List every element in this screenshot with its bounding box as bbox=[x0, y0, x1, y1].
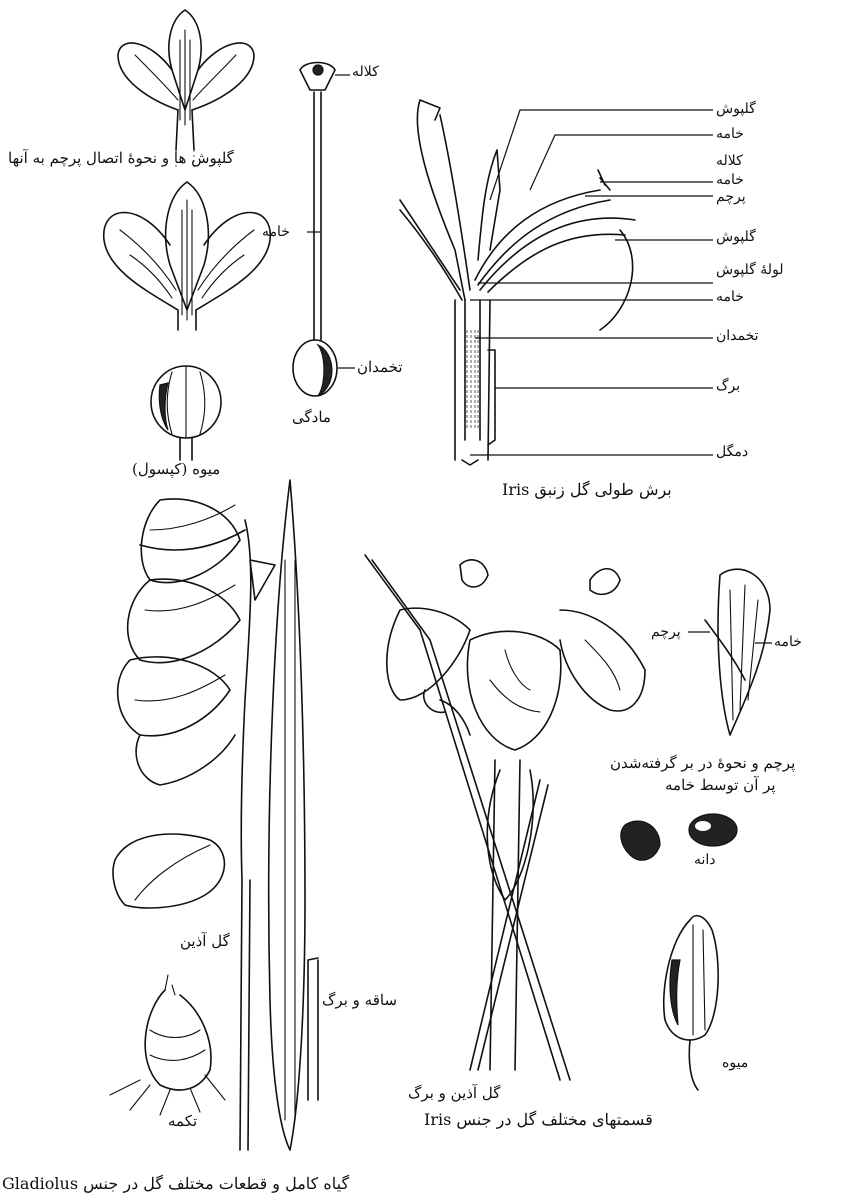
label-tepals-stamen: گلپوش ها و نحوهٔ اتصال پرچم به آنها bbox=[8, 150, 234, 167]
label-section-tepal-2: گلپوش bbox=[716, 229, 756, 246]
label-inflorescence-and-leaf: گل آذین و برگ bbox=[408, 1085, 500, 1102]
seeds-drawing bbox=[621, 814, 737, 860]
iris-stamen-drawing bbox=[688, 569, 772, 735]
label-section-style-3: خامه bbox=[716, 289, 744, 306]
label-section-tepal-tube: لولهٔ گلپوش bbox=[716, 262, 784, 279]
caption-iris-stamen-2: پر آن توسط خامه bbox=[665, 777, 776, 794]
label-stem-and-leaf: ساقه و برگ bbox=[322, 992, 397, 1009]
label-corm: تکمه bbox=[168, 1113, 197, 1130]
label-section-style-1: خامه bbox=[716, 126, 744, 143]
caption-iris-section: برش طولی گل زنبق Iris bbox=[502, 481, 672, 498]
pistil-drawing bbox=[293, 63, 355, 397]
label-section-peduncle: دمگل bbox=[716, 444, 748, 461]
caption-iris-stamen-1: پرچم و نحوهٔ در بر گرفته‌شدن bbox=[610, 755, 795, 772]
label-iris-style: خامه bbox=[774, 634, 802, 651]
label-section-stamen: پرچم bbox=[716, 189, 746, 206]
label-style-pistil: خامه bbox=[262, 224, 290, 241]
tepals-drawing-lower bbox=[104, 182, 271, 330]
label-section-tepal-1: گلپوش bbox=[716, 101, 756, 118]
label-section-style-2: خامه bbox=[716, 172, 744, 189]
capsule-drawing bbox=[151, 366, 221, 460]
gladiolus-plant-drawing bbox=[110, 480, 318, 1150]
label-iris-stamen: پرچم bbox=[651, 624, 681, 641]
label-fruit-capsule: میوه (کپسول) bbox=[132, 461, 220, 478]
iris-plant-drawing bbox=[365, 555, 645, 1080]
label-section-leaf: برگ bbox=[716, 378, 740, 395]
label-section-ovary: تخمدان bbox=[716, 328, 759, 345]
iris-section-drawing bbox=[400, 100, 713, 465]
label-section-stigma: کلاله bbox=[716, 153, 743, 170]
tepals-drawing-upper bbox=[118, 10, 254, 170]
label-pistil: مادگی bbox=[292, 409, 331, 426]
label-iris-fruit: میوه bbox=[722, 1055, 748, 1072]
label-ovary-pistil: تخمدان bbox=[357, 359, 403, 376]
label-stigma-pistil: کلاله bbox=[352, 64, 379, 81]
caption-iris-parts: قسمتهای مختلف گل در جنس Iris bbox=[424, 1111, 653, 1128]
label-gladiolus-inflorescence: گل آذین bbox=[180, 933, 230, 950]
label-seed: دانه bbox=[694, 852, 716, 869]
caption-gladiolus: گیاه کامل و قطعات مختلف گل در جنس Gladio… bbox=[2, 1175, 349, 1192]
iris-fruit-drawing bbox=[664, 916, 718, 1090]
